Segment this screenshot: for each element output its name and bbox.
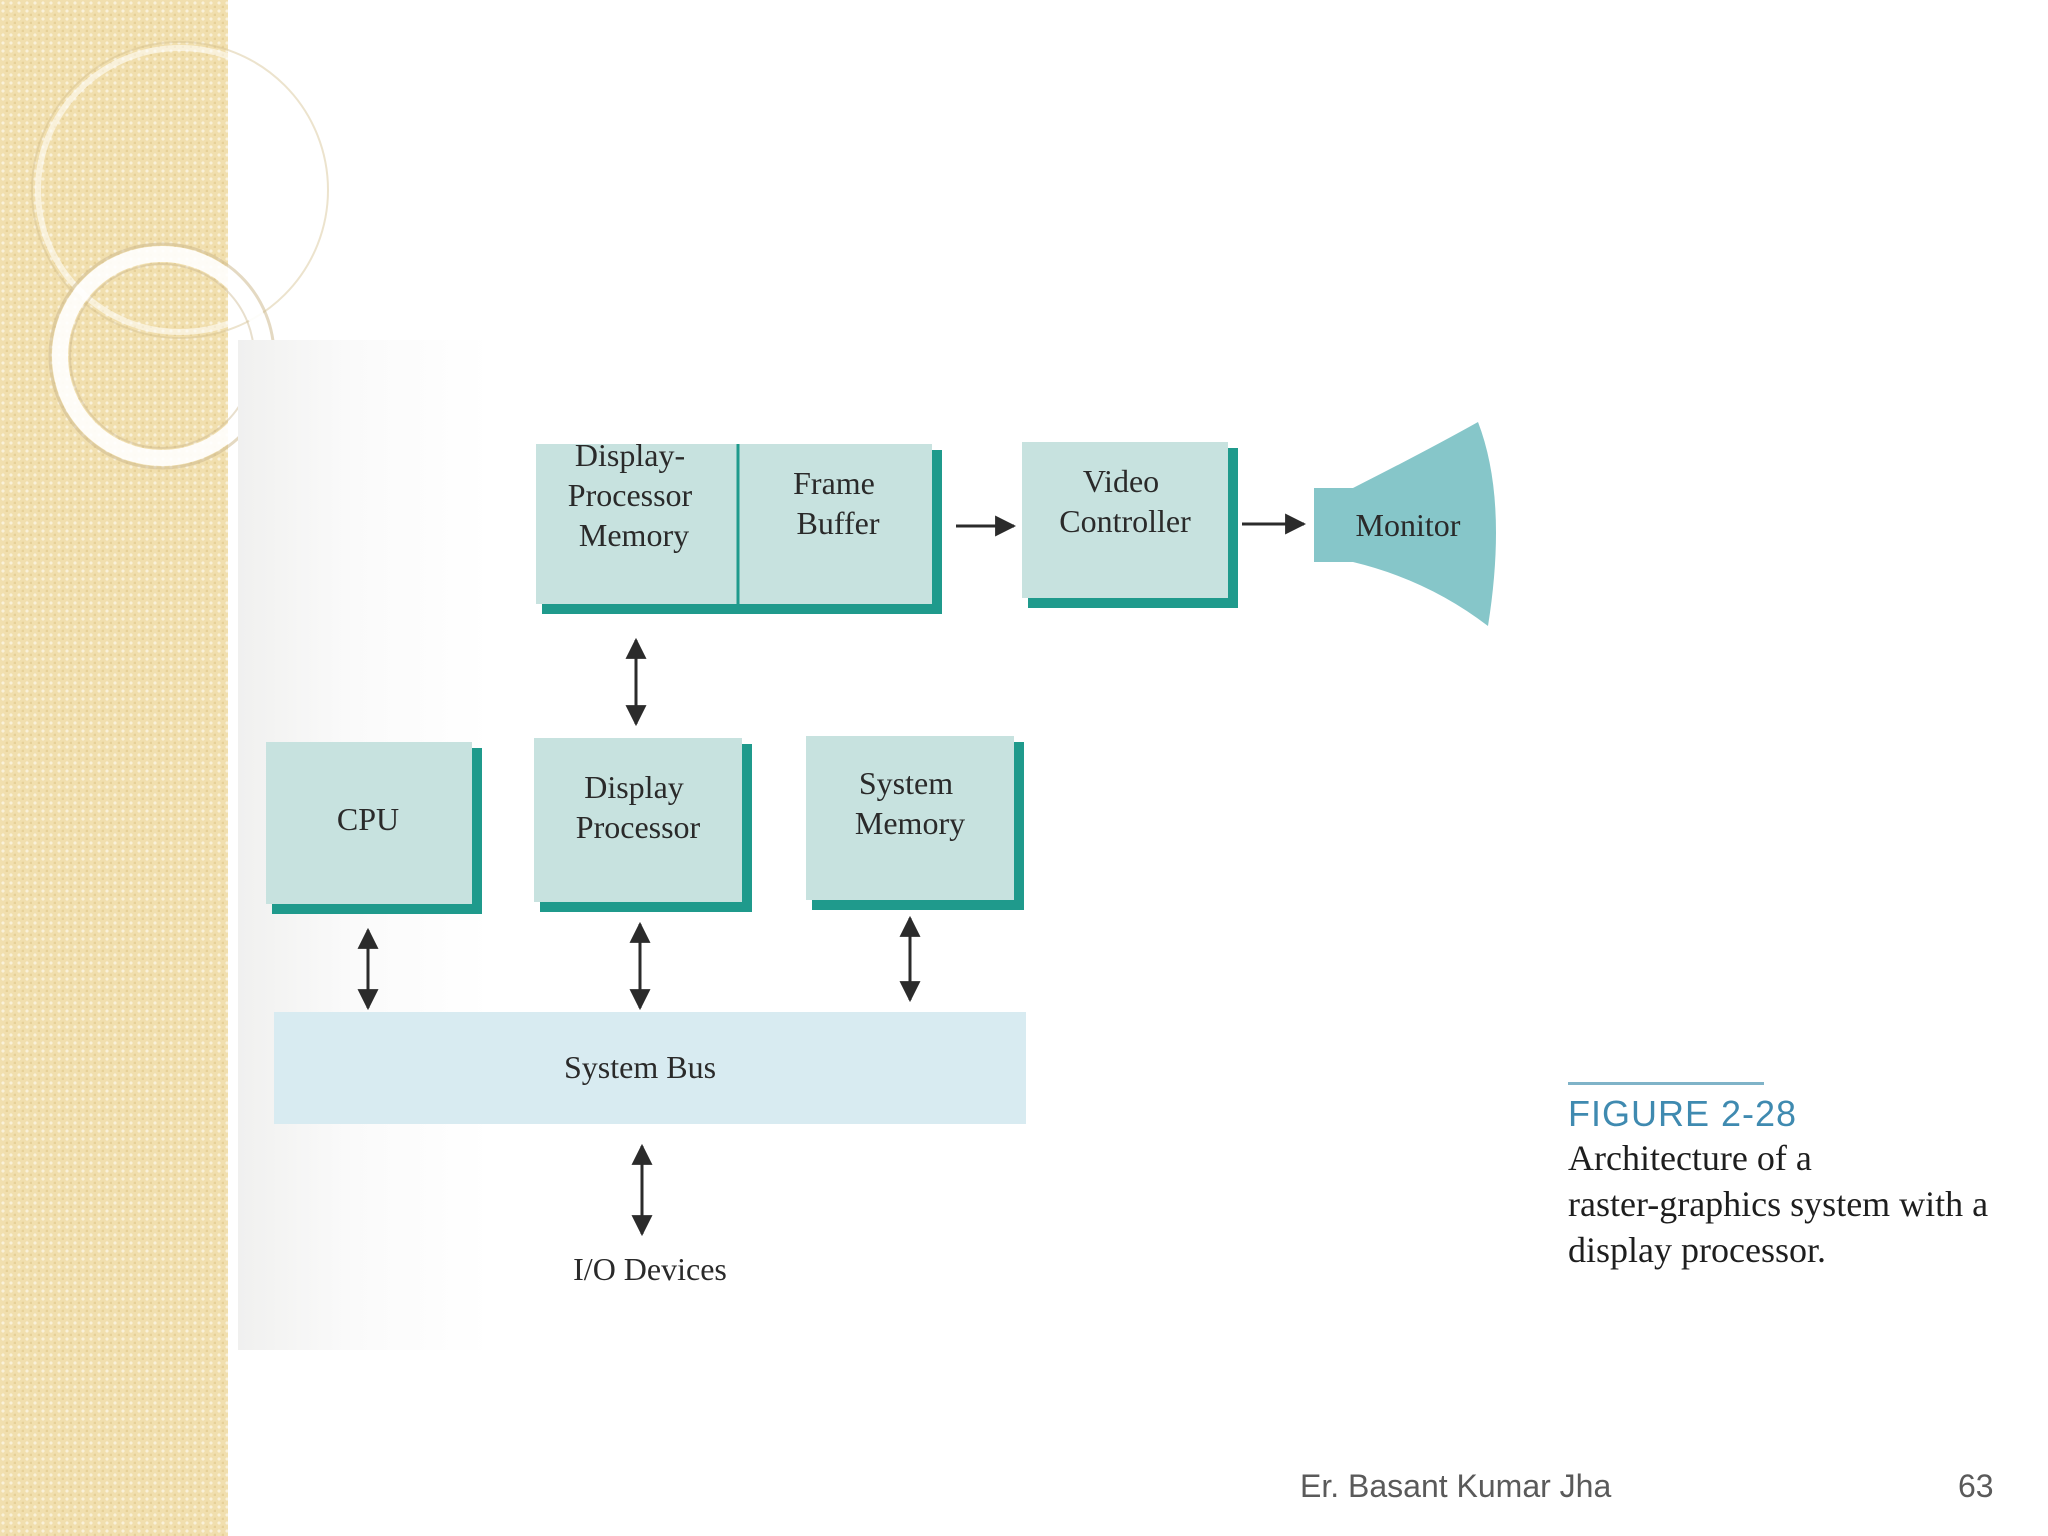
caption-rule <box>1568 1082 1764 1085</box>
video-controller-block: Video Controller <box>1022 442 1238 608</box>
display-processor-memory-block: Display- Processor Memory <box>536 437 942 614</box>
architecture-diagram: Display- Processor Memory Frame Buffer V… <box>266 422 1496 1287</box>
caption-line-1: Architecture of a <box>1568 1138 1812 1178</box>
caption-line-2: raster-graphics system with a <box>1568 1184 1989 1224</box>
system-memory-label: System Memory <box>855 765 965 841</box>
system-bus-block: System Bus <box>274 1012 1026 1124</box>
figure-number: FIGURE 2-28 <box>1568 1093 1798 1134</box>
system-memory-block: System Memory <box>806 736 1024 910</box>
io-devices-label: I/O Devices <box>573 1251 727 1287</box>
footer-author: Er. Basant Kumar Jha <box>1300 1468 1612 1504</box>
display-processor-block: Display Processor <box>534 738 752 912</box>
caption-line-3: display processor. <box>1568 1230 1826 1270</box>
cpu-label: CPU <box>337 801 399 837</box>
figure-caption: FIGURE 2-28 Architecture of a raster-gra… <box>1568 1082 2008 1273</box>
decorative-rings <box>31 41 329 470</box>
figure-area: Display- Processor Memory Frame Buffer V… <box>238 340 2048 1350</box>
display-processor-memory-label: Display- Processor Memory <box>568 437 700 553</box>
cpu-block: CPU <box>266 742 482 914</box>
system-bus-label: System Bus <box>564 1049 716 1085</box>
slide-number: 63 <box>1958 1468 1994 1504</box>
monitor-icon: Monitor <box>1314 422 1496 626</box>
frame-buffer-label: Frame Buffer <box>793 465 883 541</box>
video-controller-label: Video Controller <box>1059 463 1191 539</box>
monitor-label: Monitor <box>1356 507 1461 543</box>
display-processor-label: Display Processor <box>576 769 701 845</box>
frame-buffer-block: Frame Buffer <box>793 465 883 541</box>
